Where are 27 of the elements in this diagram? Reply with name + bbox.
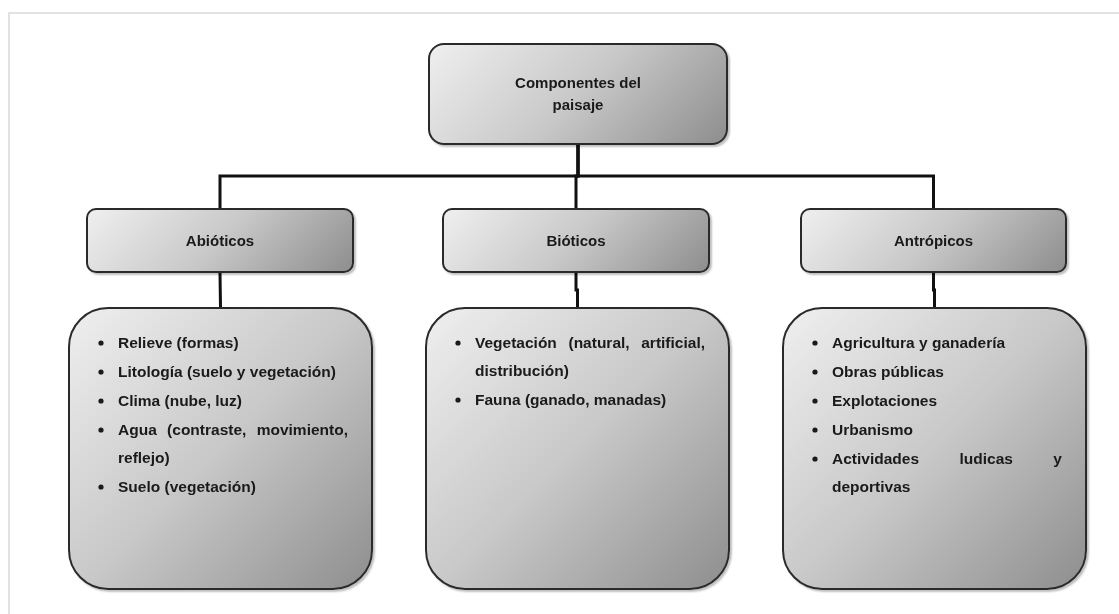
connector-line: [574, 273, 579, 307]
category-box: [428, 43, 728, 145]
list-item-text: Clima (nube, luz): [118, 392, 242, 409]
connector-line: [218, 272, 222, 308]
list-box: [68, 307, 373, 590]
connector-line: [576, 145, 935, 208]
list-box: [782, 307, 1087, 590]
list-item-text: Fauna (ganado, manadas): [475, 391, 667, 408]
connector-line: [932, 273, 936, 307]
category-box: [800, 208, 1067, 273]
list-item-text: Agua (contraste, movimiento, reflejo): [118, 421, 348, 466]
list-item-text: Relieve (formas): [118, 334, 239, 351]
list-item-text: Agricultura y ganadería: [832, 334, 1006, 351]
box-title: Componentes del paisaje: [514, 73, 642, 115]
list-item-text: Vegetación (natural, artificial, distribución): [475, 334, 705, 379]
box-title: Abióticos: [185, 230, 255, 251]
category-box: [442, 208, 710, 273]
list-item-text: Obras públicas: [832, 363, 944, 380]
list-item-text: Litología (suelo y vegetación): [118, 363, 336, 380]
category-box: [86, 208, 354, 273]
list-item-text: Urbanismo: [832, 421, 913, 438]
list-box: [425, 307, 730, 590]
list-item-text: Explotaciones: [832, 392, 938, 409]
box-title: Antrópicos: [893, 230, 974, 251]
list-item-text: Suelo (vegetación): [118, 478, 256, 495]
box-title: Bióticos: [546, 230, 606, 251]
list-item-text: Actividades ludicas y deportivas: [832, 450, 1062, 495]
